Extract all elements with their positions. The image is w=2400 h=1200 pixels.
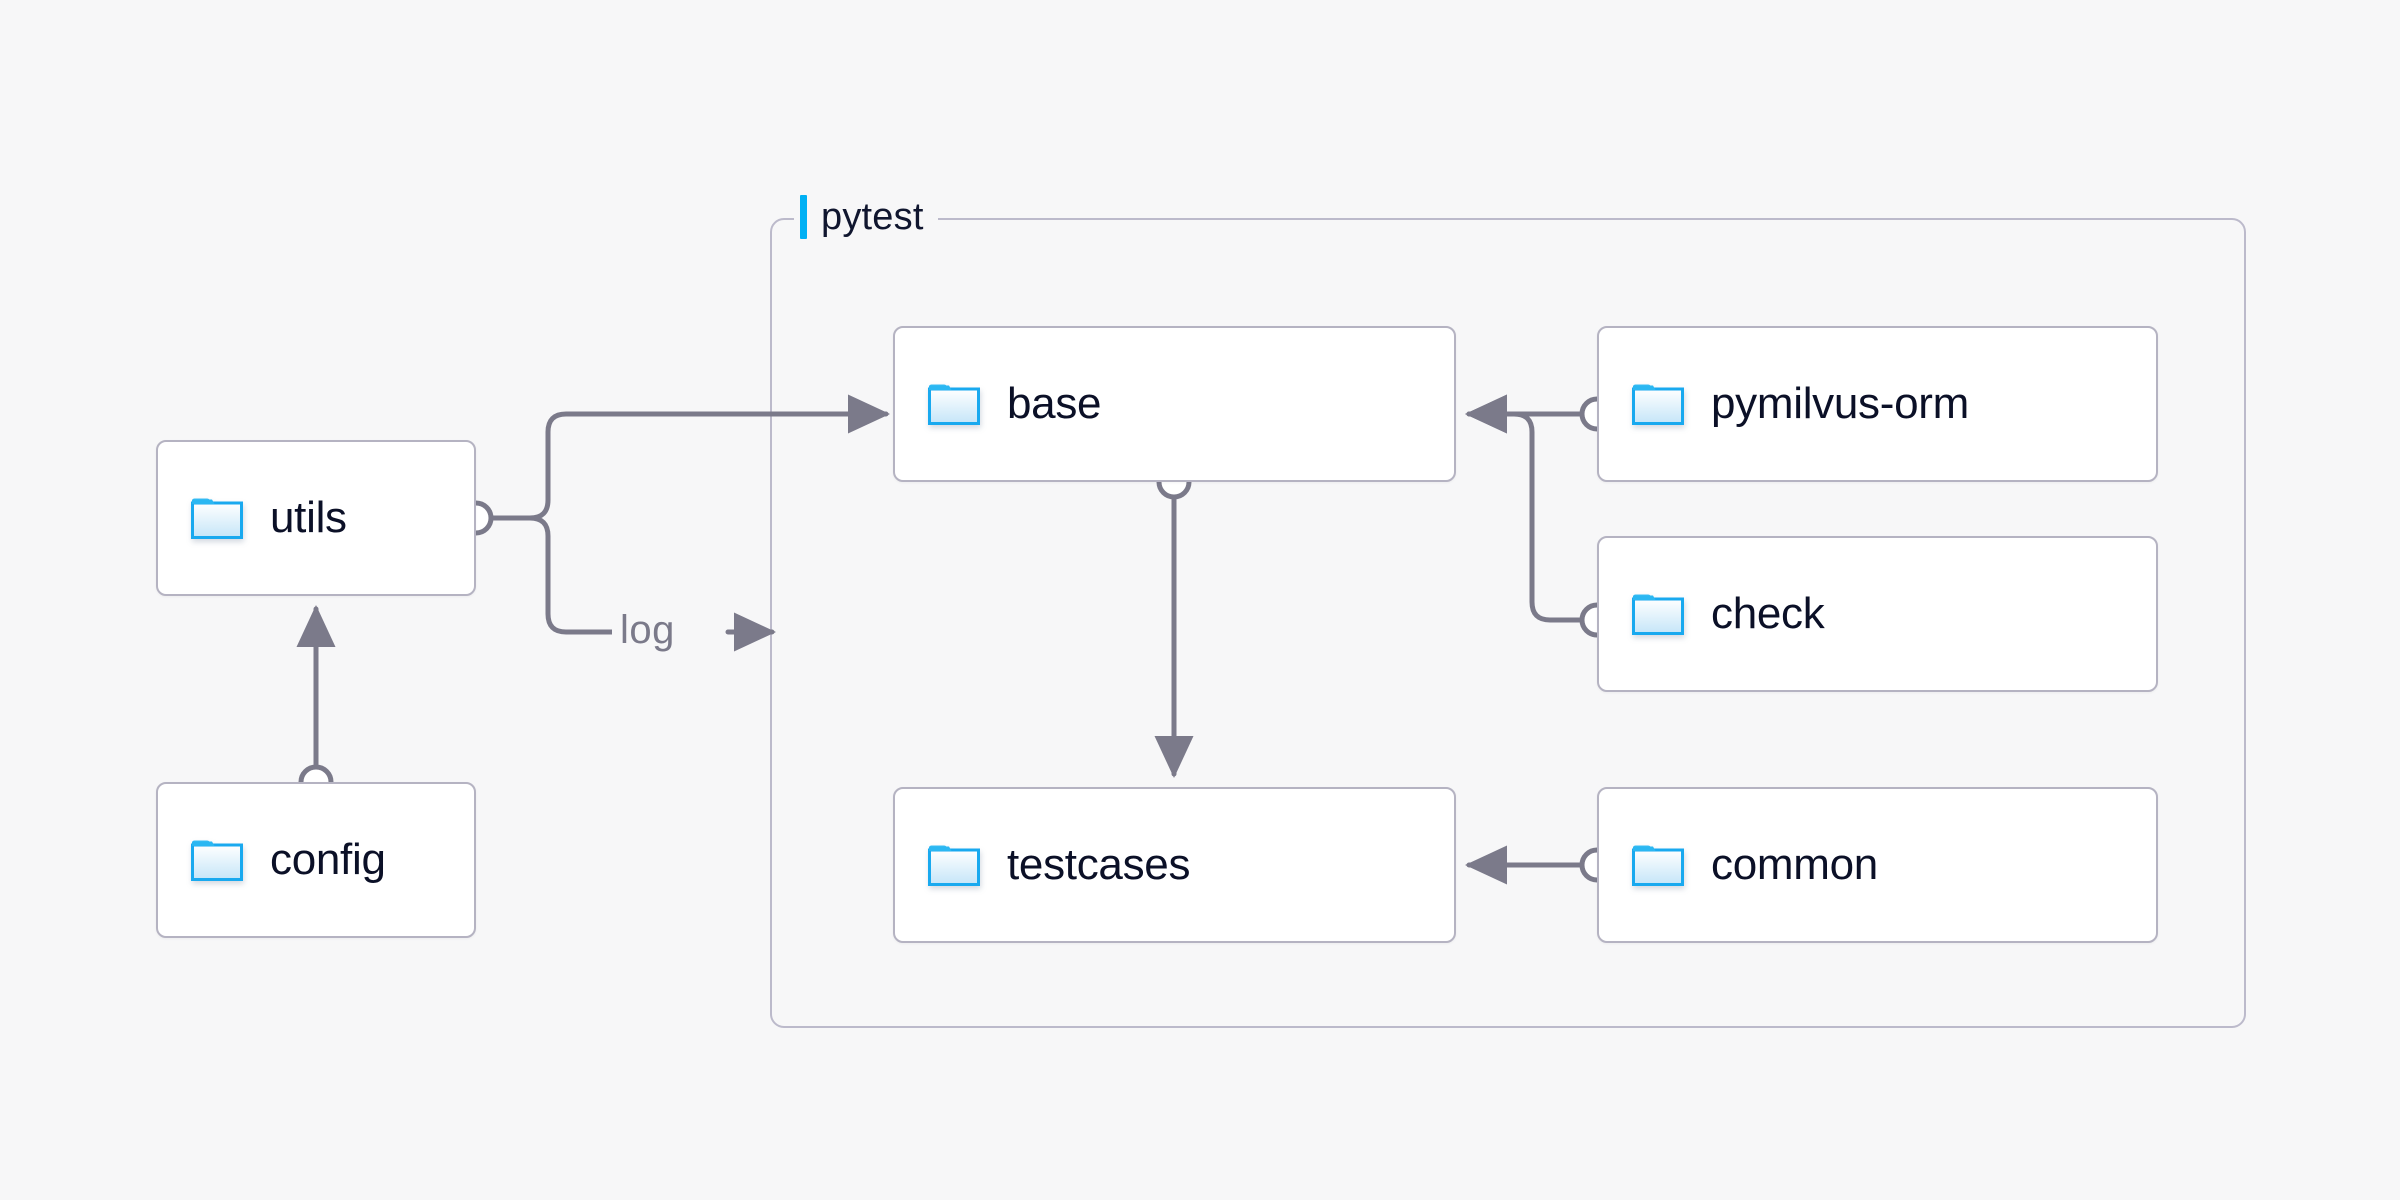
node-label: pymilvus-orm	[1711, 379, 1969, 428]
node-pymilvus-orm[interactable]: pymilvus-orm	[1597, 326, 2158, 482]
folder-icon	[1631, 382, 1685, 426]
node-config[interactable]: config	[156, 782, 476, 938]
node-label: check	[1711, 589, 1825, 638]
node-check[interactable]: check	[1597, 536, 2158, 692]
group-label-pytest: pytest	[794, 194, 938, 240]
folder-icon	[1631, 592, 1685, 636]
folder-icon	[927, 382, 981, 426]
node-label: common	[1711, 840, 1878, 889]
folder-icon	[927, 843, 981, 887]
edge-config-to-utils	[296, 604, 336, 800]
node-testcases[interactable]: testcases	[893, 787, 1456, 943]
accent-bar-icon	[800, 195, 807, 239]
node-label: config	[270, 835, 386, 884]
node-utils[interactable]: utils	[156, 440, 476, 596]
folder-icon	[1631, 843, 1685, 887]
edge-label-log: log	[612, 610, 683, 650]
node-label: testcases	[1007, 840, 1191, 889]
node-base[interactable]: base	[893, 326, 1456, 482]
folder-icon	[190, 838, 244, 882]
node-label: utils	[270, 493, 347, 542]
group-title-text: pytest	[821, 196, 924, 238]
folder-icon	[190, 496, 244, 540]
node-common[interactable]: common	[1597, 787, 2158, 943]
node-label: base	[1007, 379, 1102, 428]
